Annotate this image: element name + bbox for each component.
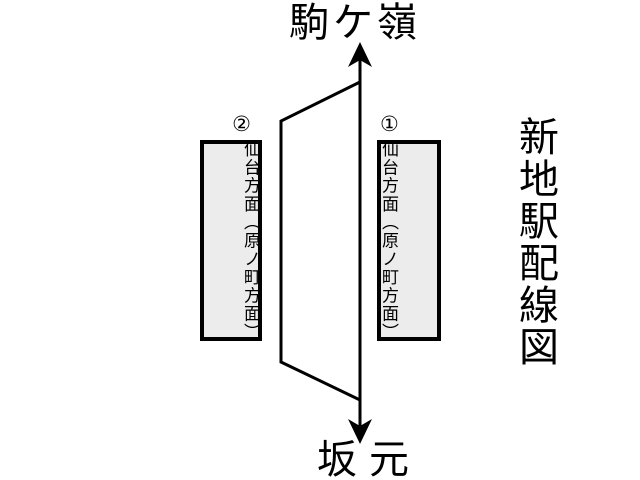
- platform-1-direction-label: 仙台方面（原ノ町方面）: [379, 140, 398, 342]
- platform-1-rect: [377, 140, 441, 341]
- top-station-label: 駒ケ嶺: [289, 1, 421, 45]
- diagram-title: 新地駅配線図: [513, 116, 557, 368]
- platform-2-number-badge: ②: [232, 113, 251, 136]
- platform-1: ① 仙台方面（原ノ町方面）: [377, 114, 441, 342]
- up-arrow-icon: [348, 42, 372, 67]
- bottom-station-label: 坂元: [317, 438, 421, 480]
- down-arrow-icon: [348, 419, 372, 444]
- platform-2: ② 仙台方面（原ノ町方面）: [200, 114, 262, 342]
- platform-2-rect: [200, 140, 262, 341]
- platform-1-number-badge: ①: [380, 113, 399, 136]
- passing-loop-track: [279, 80, 361, 402]
- platform-2-direction-label: 仙台方面（原ノ町方面）: [241, 140, 260, 342]
